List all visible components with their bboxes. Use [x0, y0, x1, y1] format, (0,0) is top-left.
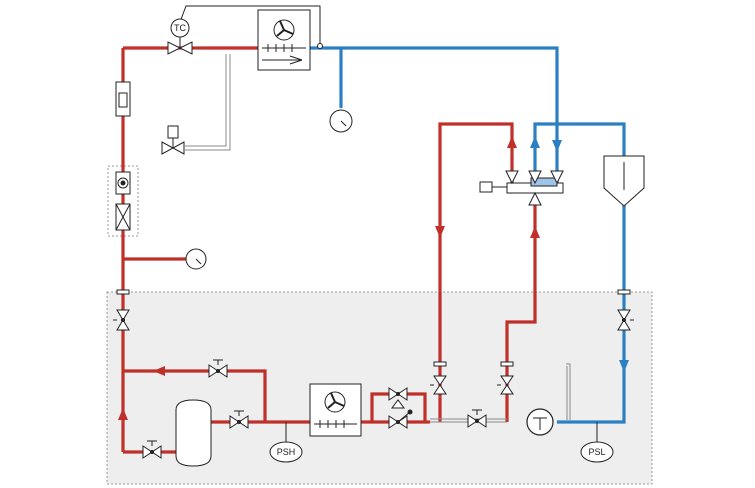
bypass-valve[interactable]	[208, 359, 228, 378]
riser-valve-right[interactable]	[497, 361, 514, 395]
filter-drier	[115, 203, 131, 231]
pump	[526, 408, 554, 436]
riser-valve-left[interactable]	[430, 361, 447, 395]
temperature-controller: TC	[170, 18, 190, 48]
pressure-switch-low: PSL	[580, 422, 614, 463]
ball-valve-left[interactable]	[113, 289, 130, 331]
solenoid-valve[interactable]	[161, 125, 185, 155]
hot-line-arrows	[118, 136, 540, 420]
pressure-switch-high: PSH	[269, 422, 303, 463]
injection-manifold	[479, 170, 564, 206]
tc-label: TC	[174, 23, 186, 33]
filter-group-box	[107, 165, 139, 237]
psl-label: PSL	[588, 447, 605, 457]
check-valve[interactable]	[388, 409, 413, 429]
receiver-tank	[175, 399, 212, 467]
evaporator-unit	[257, 9, 311, 71]
condenser-unit	[309, 383, 362, 437]
liquid-separator	[603, 155, 645, 207]
line-valve[interactable]	[467, 409, 487, 428]
pressure-gauge-left	[185, 248, 207, 270]
cold-line-arrows	[530, 136, 629, 372]
receiver-outlet-valve[interactable]	[142, 440, 162, 459]
moisture-indicator	[115, 171, 131, 195]
receiver-inlet-valve[interactable]	[229, 410, 249, 429]
pressure-regulator[interactable]	[388, 387, 408, 409]
sight-glass	[115, 81, 131, 117]
psh-label: PSH	[277, 447, 296, 457]
expansion-valve-top[interactable]	[167, 41, 193, 55]
ball-valve-right[interactable]	[617, 289, 634, 331]
pressure-gauge-top	[329, 109, 353, 133]
